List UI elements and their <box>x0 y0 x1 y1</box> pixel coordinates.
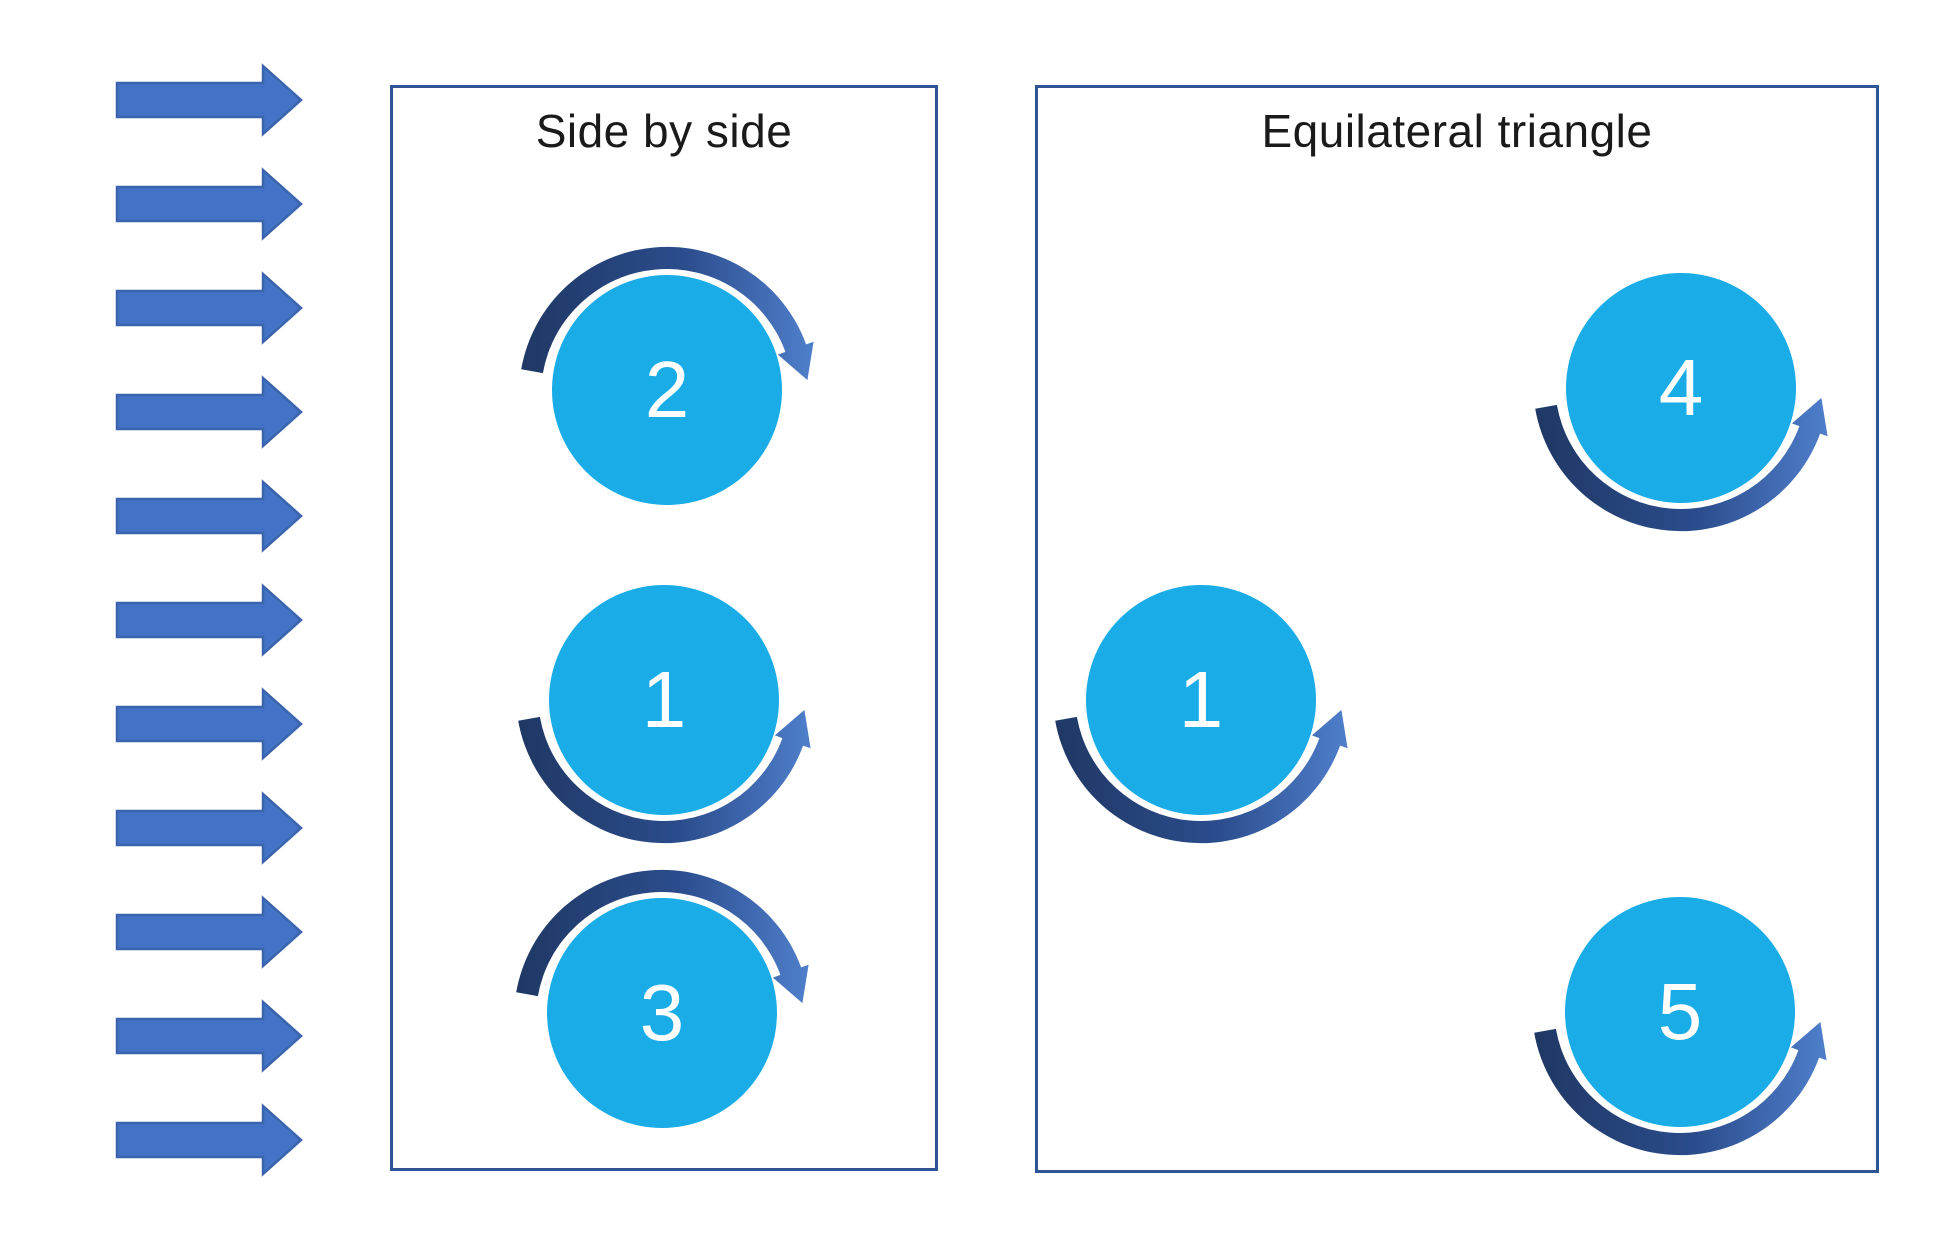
flow-right-arrow-icon <box>115 790 305 866</box>
rotating-circle-2: 2 <box>517 235 817 547</box>
rotating-circle-4: 4 <box>1531 233 1831 545</box>
rotating-circle-5: 5 <box>1530 857 1830 1169</box>
flow-right-arrow-icon <box>115 478 305 554</box>
box-title: Side by side <box>535 105 793 157</box>
clockwise-rotation-arrow-icon <box>516 869 809 1004</box>
flow-right-arrow-icon <box>115 686 305 762</box>
counterclockwise-rotation-arrow-icon <box>1055 709 1348 844</box>
numbered-circle: 5 <box>1565 897 1795 1127</box>
clockwise-rotation-arrow-icon <box>521 246 814 381</box>
rotating-circle-1-right: 1 <box>1051 545 1351 857</box>
numbered-circle: 2 <box>552 275 782 505</box>
numbered-circle: 1 <box>1086 585 1316 815</box>
rotating-circle-3: 3 <box>512 858 812 1170</box>
numbered-circle: 1 <box>549 585 779 815</box>
box-title: Equilateral triangle <box>1261 105 1653 157</box>
circle-number: 5 <box>1657 967 1703 1056</box>
flow-right-arrow-icon <box>115 582 305 658</box>
circle-number: 3 <box>639 968 685 1057</box>
circle-number: 1 <box>641 655 687 744</box>
numbered-circle: 3 <box>547 898 777 1128</box>
flow-right-arrow-icon <box>115 894 305 970</box>
rotating-circle-1-left: 1 <box>514 545 814 857</box>
circle-number: 4 <box>1658 343 1704 432</box>
circle-number: 1 <box>1178 655 1224 744</box>
flow-right-arrow-icon <box>115 998 305 1074</box>
flow-right-arrow-icon <box>115 374 305 450</box>
flow-right-arrow-icon <box>115 270 305 346</box>
flow-right-arrow-icon <box>115 166 305 242</box>
circle-number: 2 <box>644 345 690 434</box>
counterclockwise-rotation-arrow-icon <box>1535 397 1828 532</box>
numbered-circle: 4 <box>1566 273 1796 503</box>
flow-right-arrow-icon <box>115 62 305 138</box>
counterclockwise-rotation-arrow-icon <box>1534 1021 1827 1156</box>
flow-right-arrow-icon <box>115 1102 305 1178</box>
counterclockwise-rotation-arrow-icon <box>518 709 811 844</box>
